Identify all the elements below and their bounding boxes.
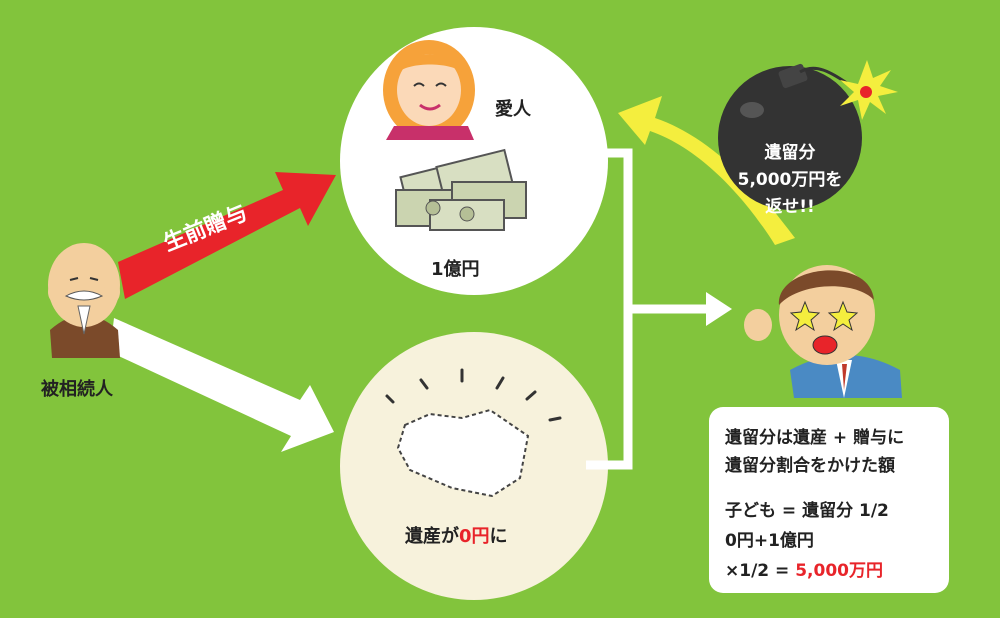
old-man-icon: [48, 243, 120, 358]
bomb-text-line1: 遺留分: [764, 143, 816, 163]
money-bundles-icon: [395, 148, 527, 231]
connector-arrowhead: [706, 292, 732, 326]
inheritance-arrow: [110, 318, 334, 452]
empty-estate-icon: [396, 408, 530, 498]
explanation-line5: ×1/2 = 5,000万円: [725, 556, 883, 581]
spark-rays-icon: [385, 368, 562, 422]
bomb-icon: [718, 60, 898, 210]
angry-man-icon: [744, 265, 902, 398]
explanation-line4: 0円+1億円: [725, 531, 814, 551]
explanation-line2: 遺留分割合をかけた額: [725, 456, 895, 476]
bomb-text: 遺留分 5,000万円を 返せ!!: [730, 140, 850, 221]
gift-arrow: [118, 172, 336, 299]
explanation-line5-prefix: ×1/2 =: [725, 561, 796, 581]
yellow-arrow: [618, 96, 795, 245]
bomb-text-line3: 返せ!!: [765, 197, 815, 217]
estate-label-suffix: に: [489, 526, 508, 547]
connector-lines: [586, 148, 710, 470]
explanation-line3: 子ども = 遺留分 1/2: [725, 501, 889, 521]
woman-icon: [383, 40, 475, 140]
estate-label-prefix: 遺産が: [405, 526, 459, 547]
estate-label: 遺産が0円に: [405, 522, 508, 548]
explanation-result: 5,000万円: [795, 561, 883, 581]
decedent-label: 被相続人: [41, 379, 113, 400]
explanation-line1: 遺留分は遺産 + 贈与に: [725, 428, 905, 448]
mistress-label: 愛人: [495, 99, 531, 120]
mistress-amount: 1億円: [431, 259, 480, 280]
estate-zero-value: 0円: [459, 526, 490, 547]
explanation-box: 遺留分は遺産 + 贈与に 遺留分割合をかけた額 子ども = 遺留分 1/2 0円…: [709, 407, 949, 593]
bomb-text-line2: 5,000万円を: [737, 170, 843, 190]
